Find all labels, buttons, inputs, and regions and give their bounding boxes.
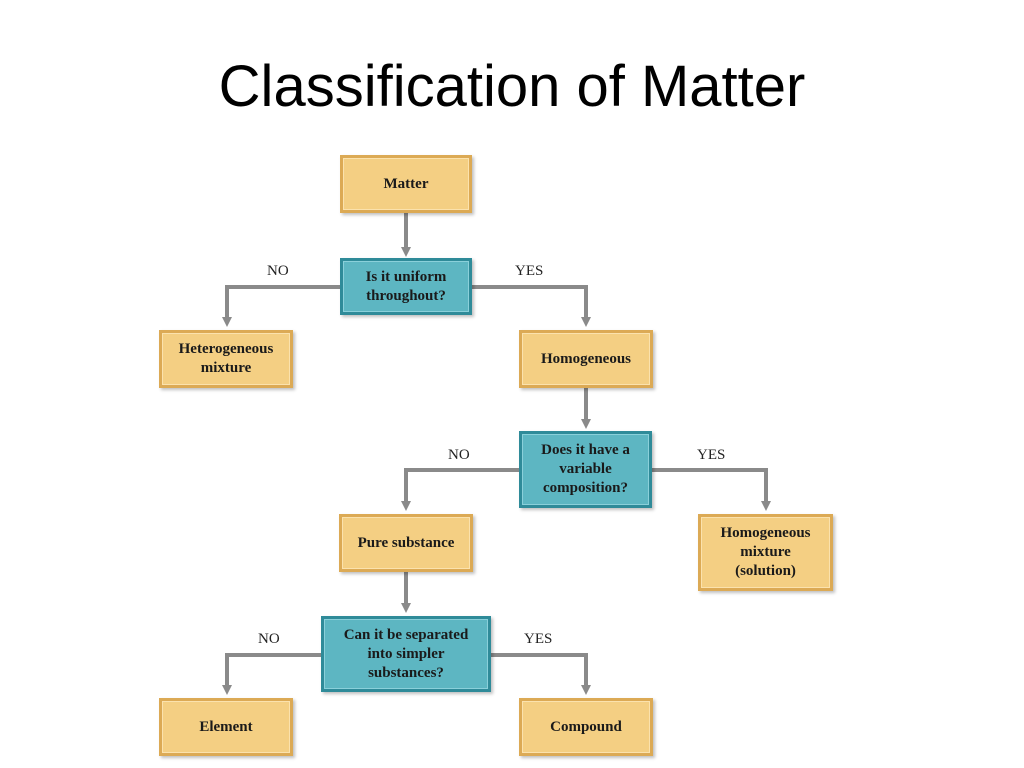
connector-uniform-no (222, 285, 340, 327)
label-separate-no: NO (258, 631, 280, 647)
node-question-variable-composition: Does it have a variable composition? (519, 431, 652, 508)
label-separate-yes: YES (524, 631, 553, 647)
connector-variable-no (401, 468, 519, 511)
node-question-separate: Can it be separated into simpler substan… (321, 616, 491, 692)
label-uniform-no: NO (267, 263, 289, 279)
connector-separate-yes (490, 653, 591, 695)
node-homogeneous: Homogeneous (519, 330, 653, 388)
node-question-uniform: Is it uniform throughout? (340, 258, 472, 315)
connector-uniform-yes (472, 285, 591, 327)
connector-variable-yes (651, 468, 771, 511)
page-title: Classification of Matter (218, 54, 806, 119)
node-compound: Compound (519, 698, 653, 756)
connector-separate-no (222, 653, 322, 695)
node-pure-substance: Pure substance (339, 514, 473, 572)
node-matter: Matter (340, 155, 472, 213)
label-uniform-yes: YES (515, 263, 544, 279)
node-heterogeneous-mixture: Heterogeneous mixture (159, 330, 293, 388)
node-homogeneous-mixture-solution: Homogeneous mixture (solution) (698, 514, 833, 591)
label-variable-no: NO (448, 447, 470, 463)
label-variable-yes: YES (697, 447, 726, 463)
node-element: Element (159, 698, 293, 756)
